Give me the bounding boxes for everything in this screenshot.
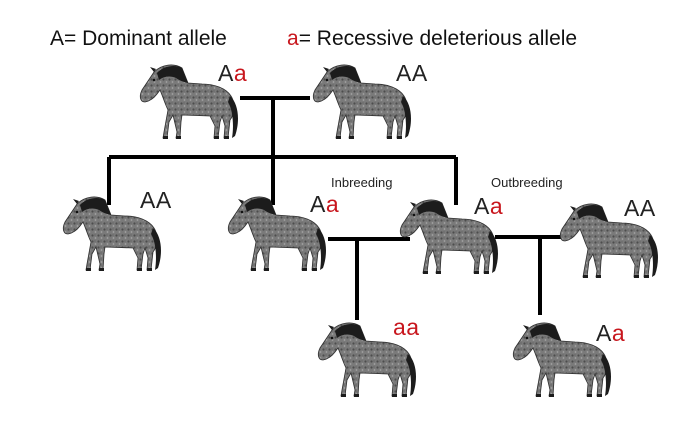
recessive-description: = Recessive deleterious allele [298, 27, 578, 50]
genotype-inbred-foal: aa [393, 314, 420, 340]
genotype-outbred-foal: Aa [596, 320, 626, 346]
dominant-description: = Dominant allele [64, 27, 227, 50]
genotype-offspring-1: AA [140, 187, 172, 213]
legend-recessive: a= Recessive deleterious allele [287, 27, 577, 51]
recessive-symbol: a [287, 27, 299, 50]
genotype-unrelated-mate: AA [624, 195, 656, 221]
outbreeding-caption: Outbreeding [491, 175, 563, 190]
genotype-offspring-2: Aa [310, 191, 340, 217]
genotype-parent-2: AA [396, 60, 428, 86]
genotype-offspring-3: Aa [474, 193, 504, 219]
inbreeding-caption: Inbreeding [331, 175, 393, 190]
dominant-symbol: A [50, 27, 65, 50]
genotype-parent-1: Aa [218, 60, 248, 86]
legend-dominant: A= Dominant allele [50, 27, 227, 51]
